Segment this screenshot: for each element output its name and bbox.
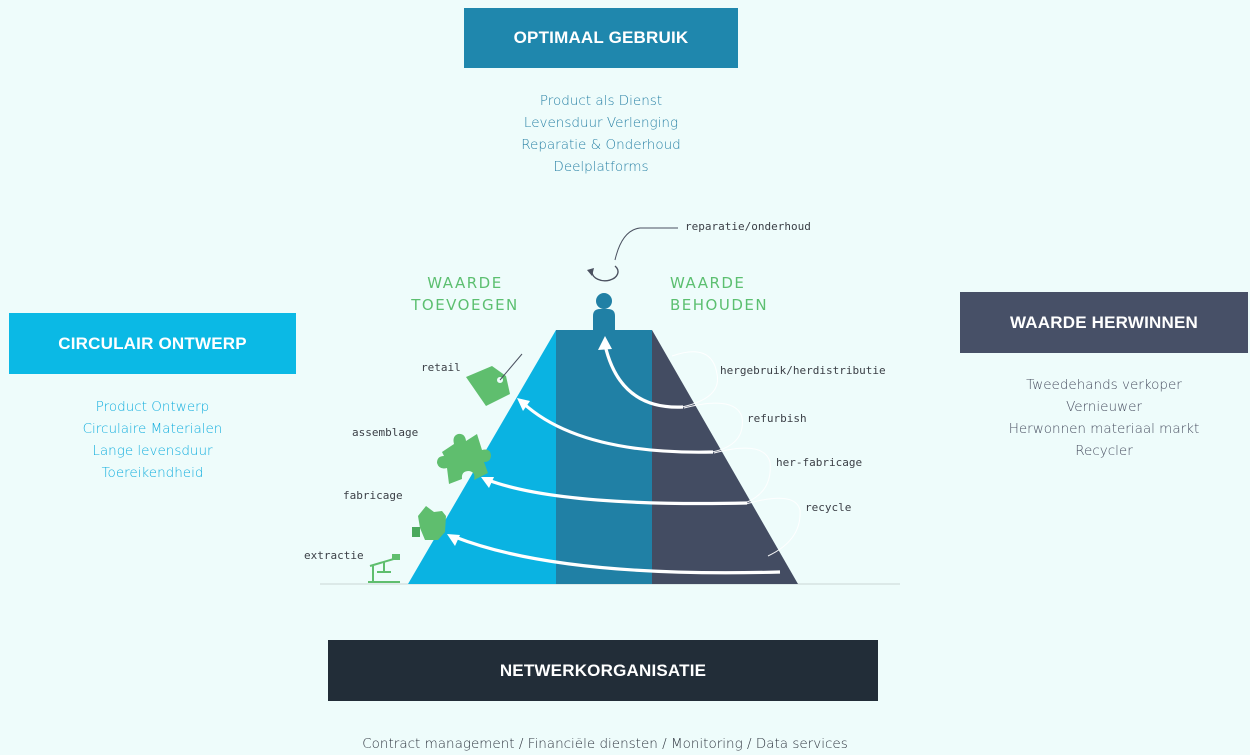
waarde-herwinnen-list: Tweedehands verkoper Vernieuwer Herwonne… [960,374,1248,462]
list-item: Vernieuwer [1066,399,1142,415]
heading-line: WAARDE [670,274,746,292]
netwerkorganisatie-box: NETWERKORGANISATIE [328,640,878,701]
list-item: Herwonnen materiaal markt [1008,421,1200,437]
heading-line: TOEVOEGEN [411,296,519,314]
label-recycle: recycle [805,501,852,514]
waarde-herwinnen-box: WAARDE HERWINNEN [960,292,1248,353]
netwerkorganisatie-services: Contract management / Financiële dienste… [300,733,910,755]
return-arcs [454,344,781,575]
list-item: Recycler [1075,443,1133,459]
list-item: Deelplatforms [553,159,649,175]
heading-line: BEHOUDEN [670,296,769,314]
reparatie-leader-line [614,227,678,261]
pyramid-middle-segment [556,330,652,584]
list-item: Reparatie & Onderhoud [521,137,681,153]
person-icon [593,293,615,331]
right-scallops [671,351,801,557]
label-hergebruik: hergebruik/herdistributie [720,364,886,377]
puzzle-icon [437,433,491,484]
services-text: Contract management / Financiële dienste… [362,736,848,752]
waarde-toevoegen-heading: WAARDE TOEVOEGEN [392,272,538,316]
list-item: Product als Dienst [539,93,663,109]
label-retail: retail [421,361,461,374]
optimaal-gebruik-box: OPTIMAAL GEBRUIK [464,8,738,68]
list-item: Tweedehands verkoper [1026,377,1182,393]
heading-line: WAARDE [427,274,503,292]
waarde-herwinnen-title: WAARDE HERWINNEN [1009,312,1198,332]
circulair-ontwerp-box: CIRCULAIR ONTWERP [9,313,296,374]
oil-pump-icon [368,554,400,583]
label-refurbish: refurbish [747,412,807,425]
cycle-arrow-icon [587,265,619,282]
hand-icon [412,506,446,540]
list-item: Circulaire Materialen [82,421,223,437]
label-assemblage: assemblage [352,426,419,439]
circulair-ontwerp-title: CIRCULAIR ONTWERP [58,333,247,353]
label-her-fabricage: her-fabricage [776,456,863,469]
netwerkorganisatie-title: NETWERKORGANISATIE [499,660,707,680]
pyramid-right-segment [652,330,798,584]
list-item: Levensduur Verlenging [523,115,679,131]
arc-arrowheads [447,336,612,546]
label-extractie: extractie [304,549,364,562]
optimaal-gebruik-title: OPTIMAAL GEBRUIK [513,28,689,47]
list-item: Product Ontwerp [95,399,210,415]
list-item: Lange levensduur [92,443,213,459]
list-item: Toereikendheid [101,465,204,481]
tag-icon [466,353,523,406]
waarde-behouden-heading: WAARDE BEHOUDEN [670,272,810,316]
label-reparatie-onderhoud: reparatie/onderhoud [685,220,811,233]
optimaal-gebruik-list: Product als Dienst Levensduur Verlenging… [464,90,738,178]
label-fabricage: fabricage [343,489,403,502]
circulair-ontwerp-list: Product Ontwerp Circulaire Materialen La… [9,396,296,484]
